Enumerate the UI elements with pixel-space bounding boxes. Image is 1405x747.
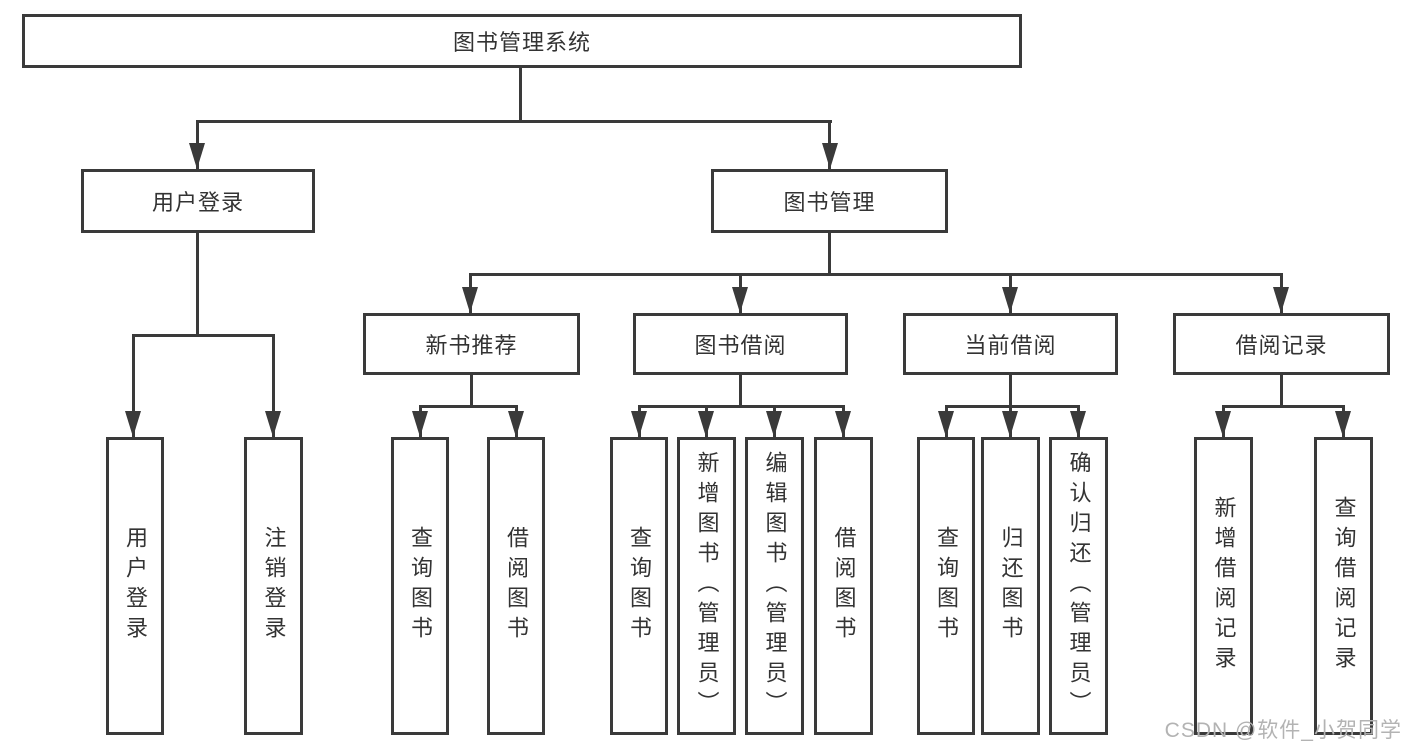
leaf-query-books-borrowing: 查询图书 (610, 437, 668, 735)
connector-line (1009, 375, 1012, 405)
leaf-label: 查询图书 (408, 526, 433, 646)
arrow-down-icon (938, 411, 954, 437)
node-library-management-system: 图书管理系统 (22, 14, 1022, 68)
leaf-confirm-return-admin: 确认归还（管理员） (1049, 437, 1108, 735)
connector-line (1280, 375, 1283, 405)
leaf-label: 新增借阅记录 (1211, 496, 1237, 676)
node-label: 图书管理 (783, 190, 876, 215)
arrow-down-icon (631, 411, 647, 437)
leaf-label: 用户登录 (123, 526, 148, 646)
leaf-user-login: 用户登录 (106, 437, 164, 735)
arrow-down-icon (835, 411, 851, 437)
leaf-logout: 注销登录 (244, 437, 303, 735)
leaf-label: 借阅图书 (831, 526, 857, 646)
connector-line (828, 233, 831, 273)
leaf-add-borrow-record: 新增借阅记录 (1194, 437, 1253, 735)
connector-line (739, 375, 742, 405)
arrow-down-icon (1070, 411, 1086, 437)
leaf-borrow-books-recommend: 借阅图书 (487, 437, 545, 735)
connector-line (196, 233, 199, 334)
connector-line (1222, 405, 1345, 408)
node-label: 图书管理系统 (452, 30, 591, 55)
leaf-return-books: 归还图书 (981, 437, 1040, 735)
leaf-label: 新增图书（管理员） (694, 451, 720, 721)
node-label: 借阅记录 (1235, 333, 1328, 358)
leaf-borrow-books-borrowing: 借阅图书 (814, 437, 873, 735)
leaf-label: 确认归还（管理员） (1066, 451, 1092, 721)
node-user-login: 用户登录 (81, 169, 315, 233)
connector-line (419, 405, 518, 408)
connector-line (470, 375, 473, 405)
node-label: 用户登录 (151, 190, 244, 215)
leaf-label: 归还图书 (998, 526, 1024, 646)
connector-line (132, 334, 135, 437)
leaf-query-books-current: 查询图书 (917, 437, 975, 735)
connector-line (196, 120, 832, 123)
arrow-down-icon (766, 411, 782, 437)
arrow-down-icon (1002, 287, 1018, 313)
leaf-label: 注销登录 (261, 526, 287, 646)
leaf-label: 借阅图书 (504, 526, 529, 646)
arrow-down-icon (822, 143, 838, 169)
leaf-label: 编辑图书（管理员） (762, 451, 788, 721)
connector-line (272, 334, 275, 437)
node-book-borrowing: 图书借阅 (633, 313, 848, 375)
arrow-down-icon (732, 287, 748, 313)
node-new-book-recommendation: 新书推荐 (363, 313, 580, 375)
leaf-label: 查询图书 (627, 526, 652, 646)
node-label: 图书借阅 (694, 333, 787, 358)
node-label: 当前借阅 (964, 333, 1057, 358)
arrow-down-icon (462, 287, 478, 313)
watermark-text: CSDN @软件_小贺同学 (1164, 719, 1402, 742)
arrow-down-icon (125, 411, 141, 437)
arrow-down-icon (412, 411, 428, 437)
arrow-down-icon (698, 411, 714, 437)
node-label: 新书推荐 (425, 333, 518, 358)
connector-line (132, 334, 275, 337)
leaf-edit-book-admin: 编辑图书（管理员） (745, 437, 804, 735)
leaf-add-book-admin: 新增图书（管理员） (677, 437, 736, 735)
node-current-borrowing: 当前借阅 (903, 313, 1118, 375)
arrow-down-icon (1002, 411, 1018, 437)
arrow-down-icon (189, 143, 205, 169)
arrow-down-icon (1273, 287, 1289, 313)
leaf-query-borrow-record: 查询借阅记录 (1314, 437, 1373, 735)
leaf-query-books-recommend: 查询图书 (391, 437, 449, 735)
connector-line (519, 68, 522, 120)
leaf-label: 查询图书 (934, 526, 959, 646)
arrow-down-icon (508, 411, 524, 437)
connector-line (945, 405, 1080, 408)
node-borrowing-records: 借阅记录 (1173, 313, 1390, 375)
arrow-down-icon (1215, 411, 1231, 437)
arrow-down-icon (265, 411, 281, 437)
arrow-down-icon (1335, 411, 1351, 437)
leaf-label: 查询借阅记录 (1331, 496, 1357, 676)
connector-line (469, 273, 1283, 276)
connector-line (638, 405, 845, 408)
node-book-management: 图书管理 (711, 169, 948, 233)
